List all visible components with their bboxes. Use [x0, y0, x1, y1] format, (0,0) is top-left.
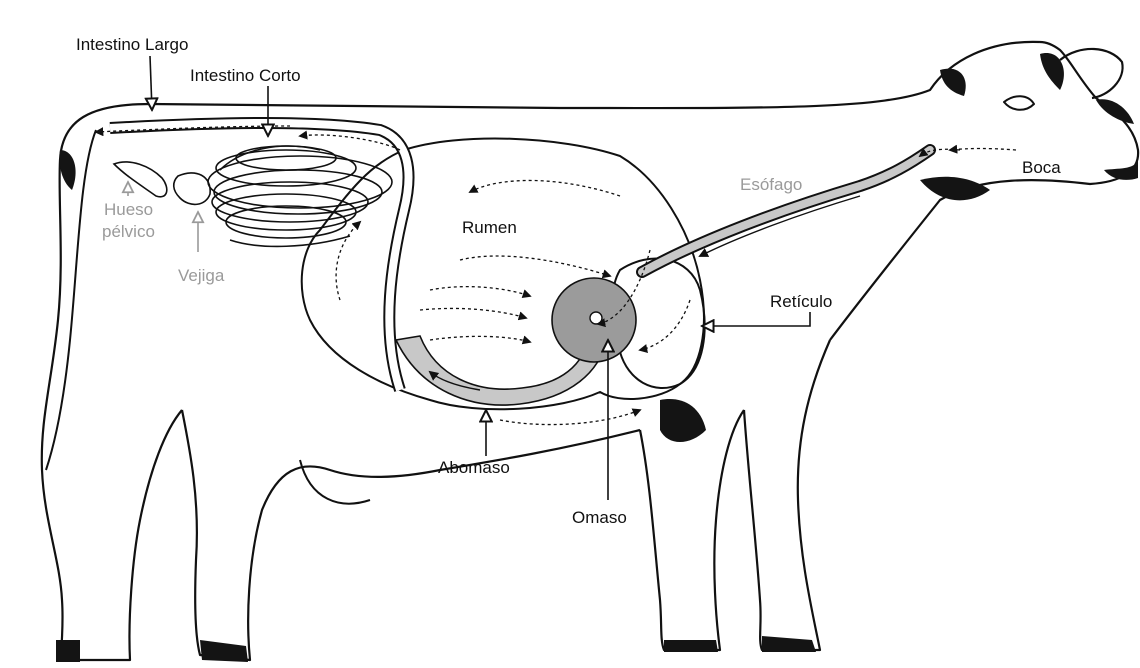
label-vejiga: Vejiga — [178, 266, 224, 286]
pointer-reticulo — [702, 312, 810, 326]
cow-outline-hind — [42, 42, 1040, 660]
label-abomaso: Abomaso — [438, 458, 510, 478]
omasum-opening — [590, 312, 602, 324]
bladder-shape — [174, 173, 210, 205]
label-intestino-largo: Intestino Largo — [76, 35, 188, 55]
cow-eye — [1004, 96, 1034, 110]
pointer-intestino-largo — [150, 56, 152, 110]
cow-outline-belly — [182, 410, 640, 660]
small-intestine-coils — [208, 146, 392, 246]
label-hueso-pelvico-2: pélvico — [102, 222, 155, 242]
label-boca: Boca — [1022, 158, 1061, 178]
label-omaso: Omaso — [572, 508, 627, 528]
label-hueso-pelvico-1: Hueso — [104, 200, 153, 220]
label-rumen: Rumen — [462, 218, 517, 238]
cow-outline-front-leg — [640, 340, 830, 650]
label-esofago: Esófago — [740, 175, 802, 195]
pelvic-bone-shape — [114, 162, 167, 197]
digestive-tract — [96, 123, 1016, 425]
label-reticulo: Retículo — [770, 292, 832, 312]
label-intestino-corto: Intestino Corto — [190, 66, 301, 86]
